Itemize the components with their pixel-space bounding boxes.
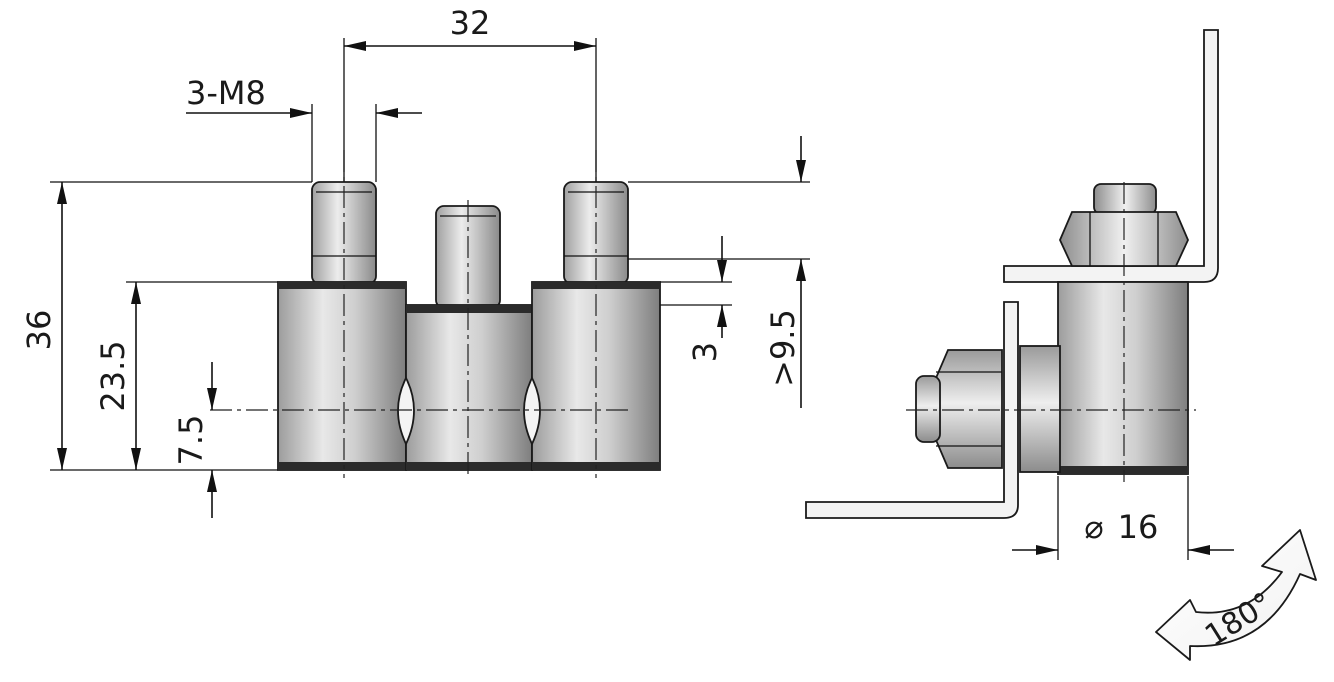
dimension-pin-spacing: 32 xyxy=(343,4,597,182)
side-collar xyxy=(1019,345,1061,473)
side-cylinder xyxy=(1057,281,1189,475)
diameter-label: 16 xyxy=(1118,508,1159,546)
dimension-body-height: 23.5 xyxy=(94,281,278,470)
step-label: 3 xyxy=(686,342,724,362)
top-bracket xyxy=(1003,29,1219,283)
dimension-thread: 3-M8 xyxy=(186,74,422,182)
bottom-bracket xyxy=(805,301,1019,519)
rotation-180-arrow: 180° xyxy=(1155,529,1317,661)
overall-height-label: 36 xyxy=(20,310,58,351)
thread-length-label: >9.5 xyxy=(764,309,802,387)
side-view xyxy=(805,29,1219,519)
thread-label: 3-M8 xyxy=(186,74,266,112)
pin-spacing-label: 32 xyxy=(450,4,491,42)
dimension-slot-height: 7.5 xyxy=(172,362,217,518)
dimension-thread-length: >9.5 xyxy=(628,136,810,408)
side-hex-nut xyxy=(935,349,1003,469)
dimension-overall-height: 36 xyxy=(20,181,312,471)
slot-height-label: 7.5 xyxy=(172,415,210,466)
body-height-label: 23.5 xyxy=(94,340,132,411)
front-view xyxy=(210,150,661,478)
right-slot-cutout xyxy=(523,375,541,447)
side-bolt-end xyxy=(915,375,941,443)
middle-cylinder xyxy=(405,304,533,471)
left-cylinder xyxy=(277,281,407,471)
dimension-step: 3 xyxy=(660,236,732,362)
dimension-diameter: ⌀ 16 xyxy=(1012,476,1234,560)
top-bolt-end xyxy=(1093,183,1157,215)
left-slot-cutout xyxy=(397,375,415,447)
diameter-symbol: ⌀ xyxy=(1084,508,1103,546)
